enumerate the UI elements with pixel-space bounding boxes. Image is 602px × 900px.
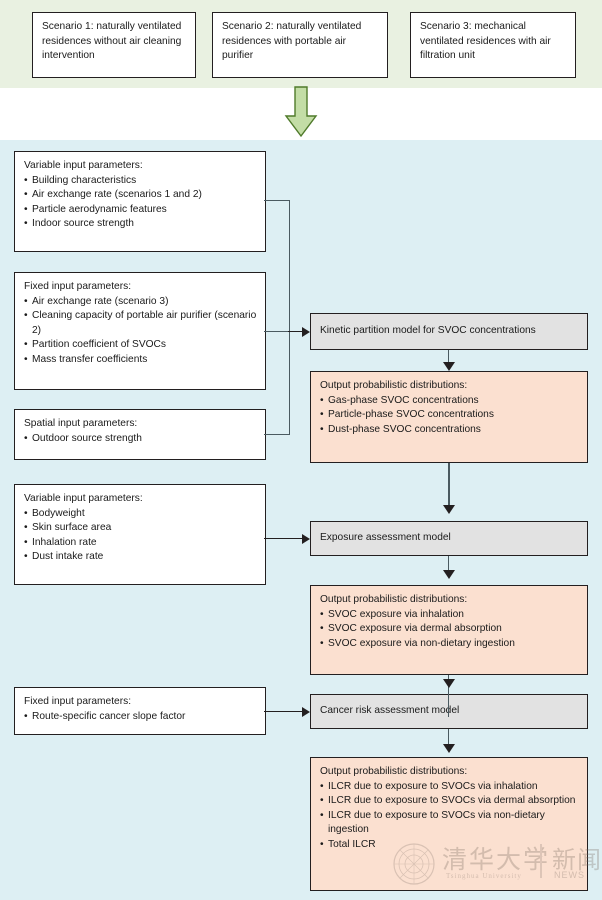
list-item: Gas-phase SVOC concentrations [320,394,579,409]
connector-cancer-inputs-to-model [264,711,306,713]
input-title: Fixed input parameters: [24,281,132,292]
list-item: Inhalation rate [24,536,257,551]
input-box-variable-inputs-building: Variable input parameters: Building char… [14,151,266,252]
connector-cancer-to-output [448,729,450,747]
list-item: Air exchange rate (scenario 3) [24,295,257,310]
list-item: SVOC exposure via dermal absorption [320,622,579,637]
list-item: Skin surface area [24,521,257,536]
scenario-box-2: Scenario 2: naturally ventilated residen… [212,12,388,78]
down-block-arrow-icon [283,86,319,138]
model-box-exposure-assessment-model: Exposure assessment model [310,521,588,556]
list-item: Route-specific cancer slope factor [24,710,257,725]
arrow-exposure-to-output-icon [442,570,455,579]
list-item: Dust-phase SVOC concentrations [320,423,579,438]
model-label: Cancer risk assessment model [320,705,460,717]
scenario-box-3: Scenario 3: mechanical ventilated reside… [410,12,576,78]
output-title: Output probabilistic distributions: [320,766,468,777]
input-box-fixed-inputs-cancer: Fixed input parameters: Route-specific c… [14,687,266,735]
list-item: ILCR due to exposure to SVOCs via non-di… [320,809,579,838]
input-title: Variable input parameters: [24,493,143,504]
output-bullet-list: Gas-phase SVOC concentrations Particle-p… [320,394,579,438]
list-item: Dust intake rate [24,550,257,565]
list-item: ILCR due to exposure to SVOCs via dermal… [320,794,579,809]
list-item: Particle aerodynamic features [24,203,257,218]
input-bullet-list: Route-specific cancer slope factor [24,710,257,725]
connector-spatial-inputs-to-bus [264,434,290,436]
arrow-kinetic-to-output-icon [442,362,455,371]
input-box-fixed-inputs-model: Fixed input parameters: Air exchange rat… [14,272,266,390]
input-title: Fixed input parameters: [24,696,132,707]
connector-bus-to-kinetic-model [288,331,306,333]
output-box-output-concentrations: Output probabilistic distributions: Gas-… [310,371,588,463]
list-item: ILCR due to exposure to SVOCs via inhala… [320,780,579,795]
arrow-into-cancer-model-icon [302,706,310,717]
list-item: SVOC exposure via non-dietary ingestion [320,637,579,652]
list-item: Partition coefficient of SVOCs [24,338,257,353]
connector-fixed-inputs-to-bus [264,331,290,333]
input-title: Spatial input parameters: [24,418,138,429]
arrow-output-to-cancer-icon [442,679,455,688]
list-item: Cleaning capacity of portable air purifi… [24,309,257,338]
scenario-3-label: Scenario 3: mechanical ventilated reside… [420,21,551,62]
model-label: Exposure assessment model [320,532,451,544]
arrow-cancer-to-output-icon [442,744,455,753]
arrow-output-to-exposure-icon [442,505,455,514]
output-title: Output probabilistic distributions: [320,594,468,605]
model-box-cancer-risk-assessment-model: Cancer risk assessment model [310,694,588,729]
model-box-kinetic-partition-model: Kinetic partition model for SVOC concent… [310,313,588,350]
list-item: Building characteristics [24,174,257,189]
scenario-2-label: Scenario 2: naturally ventilated residen… [222,21,362,62]
output-bullet-list: SVOC exposure via inhalation SVOC exposu… [320,608,579,652]
input-box-spatial-inputs: Spatial input parameters: Outdoor source… [14,409,266,460]
list-item: SVOC exposure via inhalation [320,608,579,623]
connector-variable-inputs-to-bus [264,200,290,202]
list-item: Mass transfer coefficients [24,353,257,368]
scenario-box-1: Scenario 1: naturally ventilated residen… [32,12,196,78]
scenario-1-label: Scenario 1: naturally ventilated residen… [42,21,182,62]
input-bullet-list: Bodyweight Skin surface area Inhalation … [24,507,257,565]
input-bullet-list: Outdoor source strength [24,432,257,447]
connector-bus-to-exposure-model [264,538,306,540]
connector-kinetic-to-output [448,350,450,364]
model-label: Kinetic partition model for SVOC concent… [320,325,536,337]
list-item: Total ILCR [320,838,579,853]
output-box-output-risk: Output probabilistic distributions: ILCR… [310,757,588,891]
connector-bus-kinetic [288,200,290,435]
output-title: Output probabilistic distributions: [320,380,468,391]
output-bullet-list: ILCR due to exposure to SVOCs via inhala… [320,780,579,853]
list-item: Air exchange rate (scenarios 1 and 2) [24,188,257,203]
input-title: Variable input parameters: [24,160,143,171]
list-item: Indoor source strength [24,217,257,232]
list-item: Outdoor source strength [24,432,257,447]
arrow-into-exposure-model-icon [302,533,310,544]
output-box-output-exposure: Output probabilistic distributions: SVOC… [310,585,588,675]
list-item: Bodyweight [24,507,257,522]
list-item: Particle-phase SVOC concentrations [320,408,579,423]
connector-output-to-exposure [448,463,450,507]
connector-output-to-cancer [448,675,450,717]
input-bullet-list: Building characteristics Air exchange ra… [24,174,257,232]
input-box-variable-inputs-exposure: Variable input parameters: Bodyweight Sk… [14,484,266,585]
arrow-into-kinetic-model-icon [302,326,310,337]
input-bullet-list: Air exchange rate (scenario 3) Cleaning … [24,295,257,368]
connector-exposure-to-output [448,556,450,572]
